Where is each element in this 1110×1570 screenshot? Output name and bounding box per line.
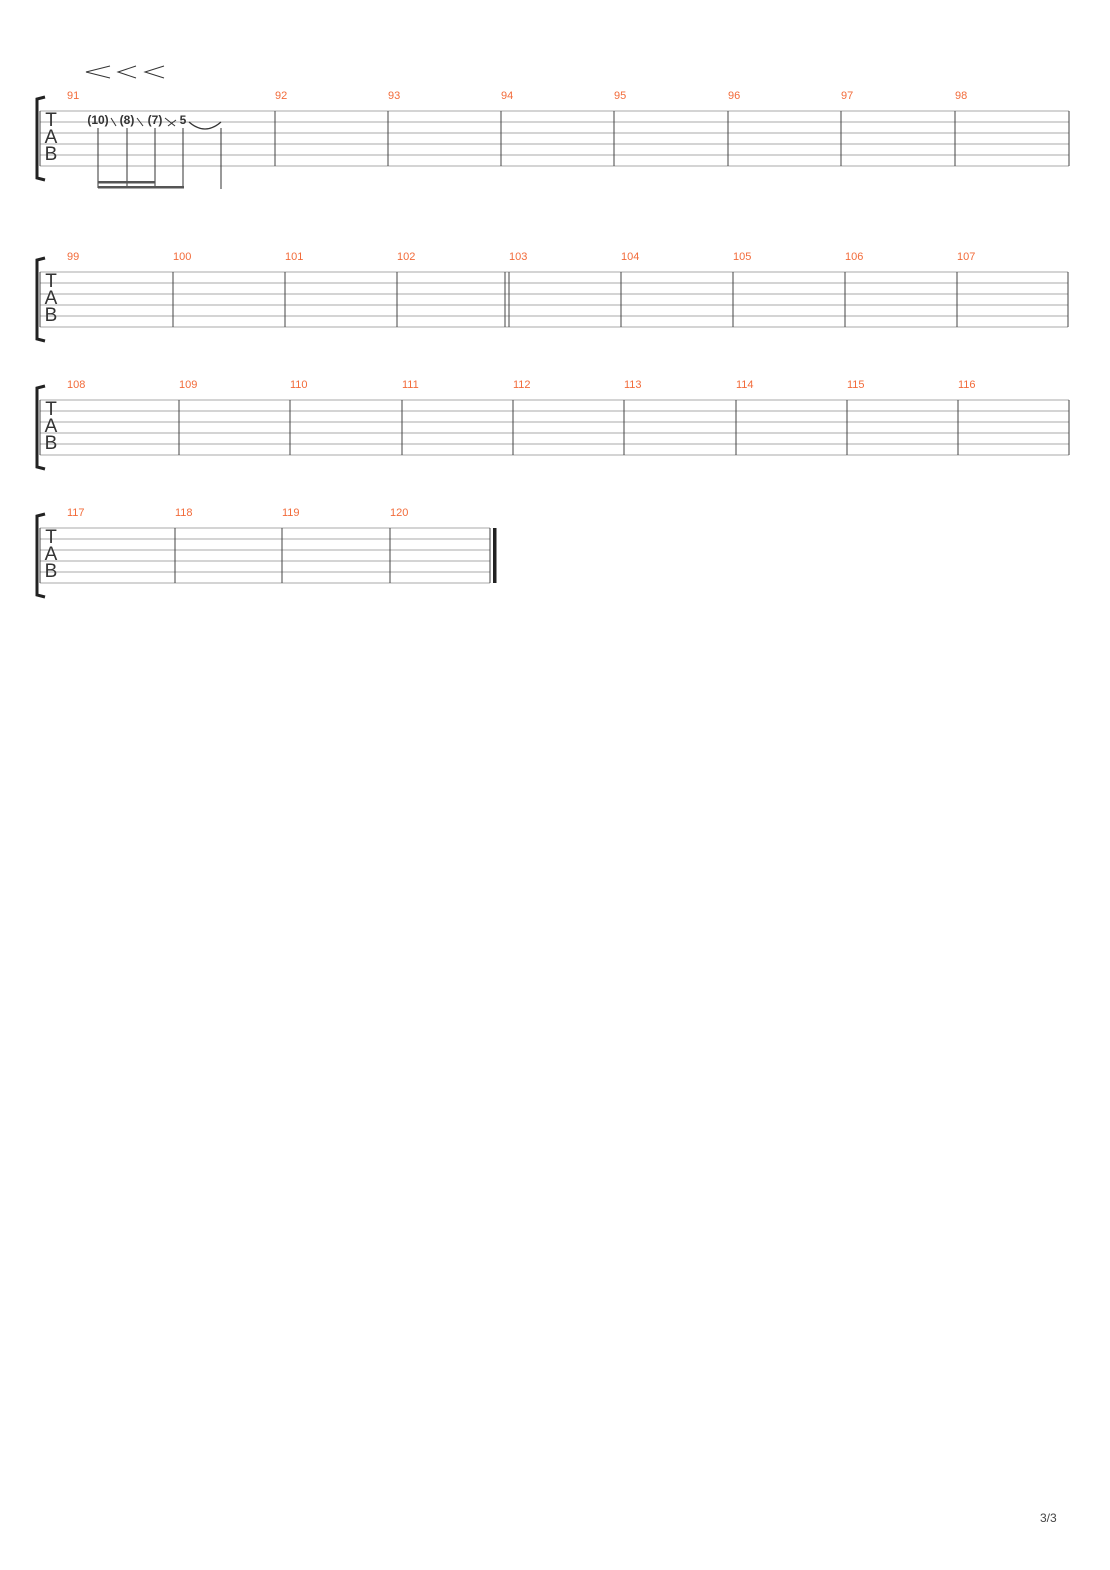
measure-number: 102 [397, 251, 415, 263]
tab-system-3: TAB 108 109 110 111 112 113 114 115 116 [35, 379, 1070, 471]
system-bracket [35, 512, 46, 599]
measure-number: 119 [282, 507, 300, 519]
measure-number: 107 [957, 251, 975, 263]
slide-mark [110, 117, 117, 127]
tab-clef-letter: B [45, 561, 58, 582]
measure-number: 97 [841, 90, 853, 102]
tab-clef-letter: B [45, 144, 58, 165]
fret-number: (7) [148, 113, 163, 127]
measure-number: 103 [509, 251, 527, 263]
measure-number: 118 [175, 507, 193, 519]
crescendo-hairpin [116, 65, 137, 79]
measure-91-notes: (10) (8) (7) 5 [87, 113, 222, 189]
tab-clef-letter: B [45, 305, 58, 326]
measure-number: 113 [624, 379, 642, 391]
measure-number: 96 [728, 90, 740, 102]
tab-clef-letter: B [45, 433, 58, 454]
system-bracket [35, 256, 46, 343]
measure-number: 94 [501, 90, 513, 102]
measure-number: 92 [275, 90, 287, 102]
tab-clef-letter: T [45, 271, 57, 292]
tab-system-1: TAB 91 92 93 94 95 96 97 98 [35, 90, 1070, 182]
system-bracket [35, 95, 46, 182]
measure-number: 110 [290, 379, 308, 391]
tab-clef-letter: A [45, 544, 58, 565]
measure-number: 104 [621, 251, 639, 263]
measure-number: 98 [955, 90, 967, 102]
measure-number: 106 [845, 251, 863, 263]
measure-number: 114 [736, 379, 754, 391]
measure-number: 115 [847, 379, 865, 391]
tab-clef-letter: A [45, 127, 58, 148]
measure-number: 105 [733, 251, 751, 263]
fret-number: (10) [87, 113, 108, 127]
tie-arc [188, 121, 222, 130]
measure-number: 120 [390, 507, 408, 519]
crescendo-hairpin [143, 65, 165, 79]
measure-number: 111 [402, 379, 419, 391]
measure-number: 116 [958, 379, 976, 391]
measure-number: 108 [67, 379, 85, 391]
measure-number: 99 [67, 251, 79, 263]
system-bracket [35, 384, 46, 471]
measure-number: 91 [67, 90, 79, 102]
measure-number: 109 [179, 379, 197, 391]
tab-clef-letter: T [45, 110, 57, 131]
note-beam [98, 181, 155, 184]
slide-mark [167, 119, 177, 127]
slide-mark [164, 117, 176, 127]
measure-number: 117 [67, 507, 85, 519]
tab-clef-letter: T [45, 527, 57, 548]
tab-clef-letter: T [45, 399, 57, 420]
measure-number: 93 [388, 90, 400, 102]
note-beam [98, 186, 184, 189]
tab-clef-letter: A [45, 288, 58, 309]
fret-number: (8) [120, 113, 135, 127]
crescendo-hairpin [85, 65, 111, 79]
final-barline-thick [493, 528, 497, 583]
crescendo-marks [85, 65, 165, 79]
measure-number: 112 [513, 379, 531, 391]
measure-number: 95 [614, 90, 626, 102]
tab-system-2: TAB 99 100 101 102 103 104 105 106 107 [35, 251, 1069, 343]
slide-mark [136, 117, 144, 127]
tab-clef-letter: A [45, 416, 58, 437]
fret-number: 5 [180, 113, 187, 127]
page-number: 3/3 [1040, 1511, 1057, 1525]
measure-number: 101 [285, 251, 303, 263]
measure-number: 100 [173, 251, 191, 263]
tab-system-4: TAB 117 118 119 120 [35, 507, 497, 599]
